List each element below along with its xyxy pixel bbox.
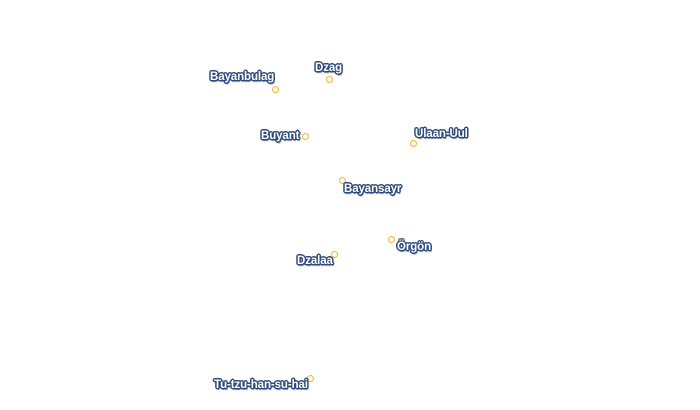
place-marker[interactable] [410,140,417,147]
place-label: Dzag [315,62,343,74]
place-label: Bayansayr [344,183,402,195]
place-label: Tu-tzu-han-su-hai [214,379,308,391]
place-marker[interactable] [307,375,314,382]
place-marker[interactable] [272,86,279,93]
place-label: Örgön [397,241,431,253]
place-marker[interactable] [388,236,395,243]
place-label: Ulaan-Uul [415,128,468,140]
place-label: Buyant [261,130,300,142]
place-label: Bayanbulag [210,71,275,83]
place-label: Dzalaa [297,255,333,267]
place-marker[interactable] [326,76,333,83]
place-marker[interactable] [331,251,338,258]
place-marker[interactable] [302,133,309,140]
place-marker[interactable] [339,177,346,184]
